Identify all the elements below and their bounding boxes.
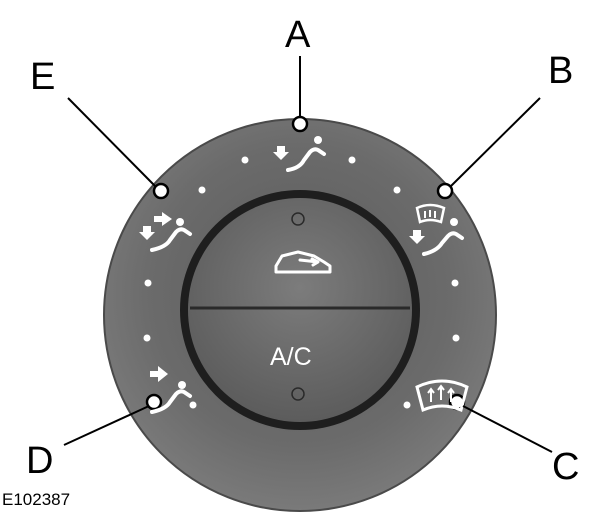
leader-line-b bbox=[450, 97, 541, 187]
dial-position-dots bbox=[143, 156, 460, 409]
ac-button-label[interactable]: A/C bbox=[270, 343, 312, 371]
position-marker-e bbox=[152, 182, 170, 200]
position-marker-b bbox=[436, 182, 454, 200]
leader-line-c bbox=[462, 405, 553, 453]
lower-indicator-lamp bbox=[291, 387, 305, 401]
callout-label-c: C bbox=[552, 446, 580, 488]
face-and-feet-airflow-icon bbox=[139, 212, 192, 252]
callout-label-e: E bbox=[30, 56, 56, 98]
position-marker-d bbox=[145, 393, 163, 411]
figure-code: E102387 bbox=[2, 490, 71, 509]
windscreen-and-feet-airflow-icon bbox=[409, 203, 464, 256]
leader-line-e bbox=[67, 97, 156, 187]
upper-indicator-lamp bbox=[291, 212, 305, 226]
callout-label-b: B bbox=[548, 50, 574, 92]
face-airflow-icon bbox=[150, 366, 192, 414]
leader-line-d bbox=[63, 405, 150, 446]
center-button[interactable] bbox=[188, 198, 412, 422]
callout-label-a: A bbox=[285, 14, 311, 56]
callout-label-d: D bbox=[26, 440, 54, 482]
windscreen-defrost-icon bbox=[415, 379, 469, 413]
position-marker-a bbox=[291, 115, 309, 133]
callout-leader-lines bbox=[63, 56, 553, 453]
recirculation-car-icon bbox=[274, 250, 332, 274]
face-vent-airflow-icon bbox=[273, 136, 326, 172]
